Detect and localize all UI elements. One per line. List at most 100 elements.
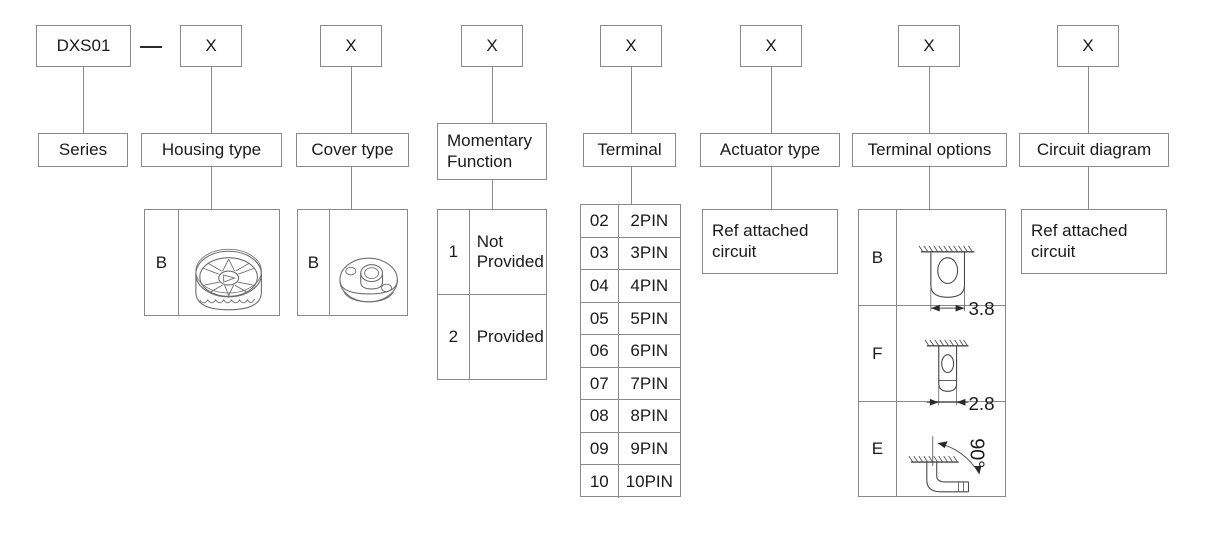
terminal-option-code-cell: B (859, 210, 897, 305)
cover-type-table: B (297, 209, 408, 316)
actuator-type-note: Ref attached circuit (712, 221, 809, 261)
terminal-option-dimension-b: 3.8 (968, 298, 994, 319)
table-row: 02 2PIN (581, 205, 680, 238)
terminal-code: 02 (589, 210, 609, 230)
cover-type-code: B (307, 252, 320, 272)
terminal-label: 2PIN (630, 210, 669, 230)
label-box-momentary: Momentary Function (437, 123, 547, 180)
terminal-option-image-cell: 90° (897, 402, 1005, 496)
terminal-option-code: B (871, 247, 884, 267)
code-box-actuator[interactable]: X (740, 25, 802, 67)
terminal-code: 09 (589, 438, 609, 458)
momentary-label-cell: Provided (470, 295, 546, 380)
table-row: 08 8PIN (581, 400, 680, 433)
code-box-circuit[interactable]: X (1057, 25, 1119, 67)
terminal-options-table: B (858, 209, 1006, 497)
straight-wide-terminal-illustration-icon: 3.8 (897, 210, 1005, 319)
momentary-code: 2 (448, 326, 459, 346)
terminal-label-cell: 10PIN (619, 465, 680, 498)
label-box-series: Series (38, 133, 128, 167)
momentary-function-table: 1 Not Provided 2 Provided (437, 209, 547, 380)
table-row: 07 7PIN (581, 367, 680, 401)
terminal-code-cell: 10 (581, 465, 619, 498)
code-text-series: DXS01 (56, 35, 111, 55)
connector-cover-bottom (351, 167, 352, 209)
terminal-label: 8PIN (630, 406, 669, 426)
housing-type-table: B (144, 209, 280, 316)
table-row: B (298, 210, 407, 315)
straight-narrow-terminal-illustration-icon: 2.8 (897, 306, 1005, 414)
label-text-terminal: Terminal (597, 139, 662, 159)
label-text-cover: Cover type (311, 139, 394, 159)
housing-type-code: B (155, 252, 168, 272)
code-text-housing: X (205, 35, 217, 55)
housing-type-code-cell: B (145, 210, 179, 315)
table-row: 1 Not Provided (438, 210, 546, 295)
label-box-actuator: Actuator type (700, 133, 840, 167)
momentary-code: 1 (448, 241, 459, 261)
code-box-cover[interactable]: X (320, 25, 382, 67)
terminal-code-cell: 05 (581, 302, 619, 335)
terminal-code-cell: 08 (581, 400, 619, 432)
terminal-label-cell: 6PIN (619, 335, 680, 367)
terminal-table: 02 2PIN 03 3PIN 04 4PIN 05 (580, 204, 681, 498)
terminal-label-cell: 4PIN (619, 270, 680, 302)
momentary-code-cell: 2 (438, 294, 470, 379)
code-box-housing[interactable]: X (180, 25, 242, 67)
connector-series-top (83, 67, 84, 133)
connector-actuator-top (771, 67, 772, 133)
code-box-terminal-options[interactable]: X (898, 25, 960, 67)
terminal-code: 03 (589, 243, 609, 263)
terminal-label: 9PIN (630, 438, 669, 458)
momentary-label: Not Provided (476, 232, 544, 271)
housing-knob-illustration-icon (179, 210, 279, 315)
label-box-cover: Cover type (296, 133, 409, 167)
terminal-code: 05 (589, 308, 609, 328)
code-box-series[interactable]: DXS01 (36, 25, 131, 67)
connector-terminal-options-bottom (929, 167, 930, 209)
terminal-label: 4PIN (630, 276, 669, 295)
terminal-code: 06 (589, 341, 609, 361)
code-box-terminal[interactable]: X (600, 25, 662, 67)
table-row: B (145, 210, 279, 315)
circuit-diagram-note: Ref attached circuit (1031, 221, 1128, 261)
terminal-label-cell: 3PIN (619, 238, 680, 270)
momentary-code-cell: 1 (438, 210, 470, 294)
connector-terminal-bottom (631, 167, 632, 204)
table-row: 06 6PIN (581, 335, 680, 368)
label-text-circuit: Circuit diagram (1036, 139, 1152, 159)
terminal-option-code-cell: F (859, 306, 897, 401)
terminal-label-cell: 9PIN (619, 433, 680, 465)
connector-terminal-options-top (929, 67, 930, 133)
code-box-momentary[interactable]: X (461, 25, 523, 67)
terminal-code-cell: 06 (581, 335, 619, 367)
cover-cap-illustration-icon (330, 210, 407, 315)
terminal-code: 10 (589, 471, 609, 491)
terminal-label: 5PIN (630, 308, 669, 328)
code-separator-dash (140, 46, 162, 48)
terminal-label-cell: 7PIN (619, 368, 680, 400)
label-text-actuator: Actuator type (719, 139, 821, 159)
terminal-option-code: F (872, 343, 883, 363)
table-row: 04 4PIN (581, 270, 680, 303)
terminal-code: 04 (589, 276, 609, 295)
cover-type-image-cell (330, 210, 407, 315)
label-text-series: Series (58, 139, 108, 159)
table-row: E (859, 402, 1005, 496)
terminal-code-cell: 02 (581, 205, 619, 237)
connector-actuator-bottom (771, 167, 772, 209)
terminal-label: 6PIN (630, 341, 669, 361)
table-row: B (859, 210, 1005, 319)
terminal-label-cell: 2PIN (619, 205, 680, 237)
terminal-option-dimension-f: 2.8 (968, 393, 994, 414)
connector-cover-top (351, 67, 352, 133)
code-text-momentary: X (486, 35, 498, 55)
terminal-option-code: E (871, 439, 884, 459)
housing-type-image-cell (179, 210, 279, 315)
label-box-circuit: Circuit diagram (1019, 133, 1169, 167)
table-row: 05 5PIN (581, 302, 680, 336)
terminal-option-image-cell: 3.8 (897, 210, 1005, 319)
table-row: 2 Provided (438, 294, 546, 380)
code-text-terminal-options: X (923, 35, 935, 55)
